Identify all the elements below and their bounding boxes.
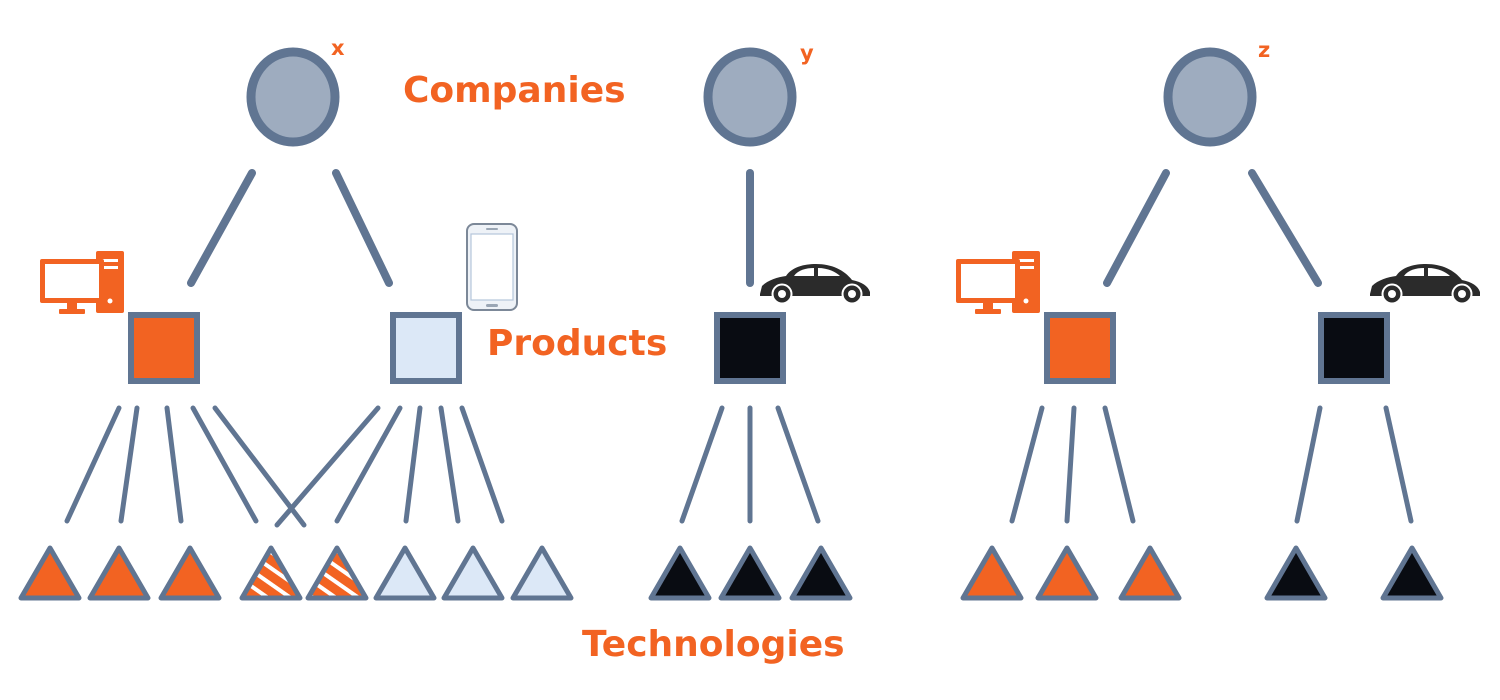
company-product-link: [187, 169, 256, 287]
technology-node-t5: [305, 545, 369, 601]
product-technology-link: [118, 405, 140, 524]
product-technology-link: [775, 405, 821, 524]
smartphone-icon: [466, 223, 518, 311]
nodes-layer: [18, 47, 1444, 601]
company-node-z: [1163, 47, 1257, 147]
product-technology-link: [1102, 405, 1136, 524]
product-technology-link: [1064, 405, 1077, 524]
companies-label: Companies: [403, 70, 626, 111]
product-technology-link: [190, 405, 259, 524]
product-technology-link: [1383, 405, 1414, 524]
product-node-y-car: [714, 312, 786, 384]
product-technology-link: [679, 405, 725, 524]
product-technology-link: [212, 405, 307, 528]
links-layer: [64, 169, 1414, 528]
products-label: Products: [487, 323, 668, 364]
technology-node-t16: [1380, 545, 1444, 601]
car-icon: [1370, 264, 1480, 305]
company-product-link: [332, 169, 393, 287]
technology-node-t3: [158, 545, 222, 601]
icons-layer: [40, 223, 1480, 314]
company-node-y: [703, 47, 797, 147]
technology-node-t2: [87, 545, 151, 601]
product-technology-link: [164, 405, 184, 524]
company-name-x: x: [331, 36, 345, 60]
company-name-z: z: [1258, 38, 1271, 62]
technology-node-t6: [373, 545, 437, 601]
technology-node-t7: [441, 545, 505, 601]
product-technology-link: [64, 405, 122, 524]
technology-node-t11: [789, 545, 853, 601]
product-technology-link: [334, 405, 403, 524]
product-technology-link: [459, 405, 505, 524]
computer-icon: [956, 251, 1040, 314]
product-technology-link: [1294, 405, 1323, 524]
company-name-y: y: [800, 41, 814, 65]
technology-node-t8: [510, 545, 574, 601]
technology-node-t1: [18, 545, 82, 601]
technology-node-t12: [960, 545, 1024, 601]
technologies-label: Technologies: [582, 624, 845, 665]
technology-node-t9: [648, 545, 712, 601]
computer-icon: [40, 251, 124, 314]
product-technology-link: [438, 405, 461, 524]
technology-node-t15: [1264, 545, 1328, 601]
product-node-z-car: [1318, 312, 1390, 384]
company-product-link: [1248, 169, 1322, 287]
product-technology-link: [1009, 405, 1045, 524]
product-technology-link: [403, 405, 423, 524]
technology-node-t13: [1035, 545, 1099, 601]
product-node-z-computer: [1044, 312, 1116, 384]
technology-node-t10: [718, 545, 782, 601]
product-node-x-computer: [128, 312, 200, 384]
product-technology-link: [274, 405, 381, 528]
product-node-x-phone: [390, 312, 462, 384]
technology-node-t4: [239, 545, 303, 601]
company-node-x: [246, 47, 340, 147]
technology-node-t14: [1118, 545, 1182, 601]
company-product-link: [1103, 169, 1170, 287]
car-icon: [760, 264, 870, 305]
